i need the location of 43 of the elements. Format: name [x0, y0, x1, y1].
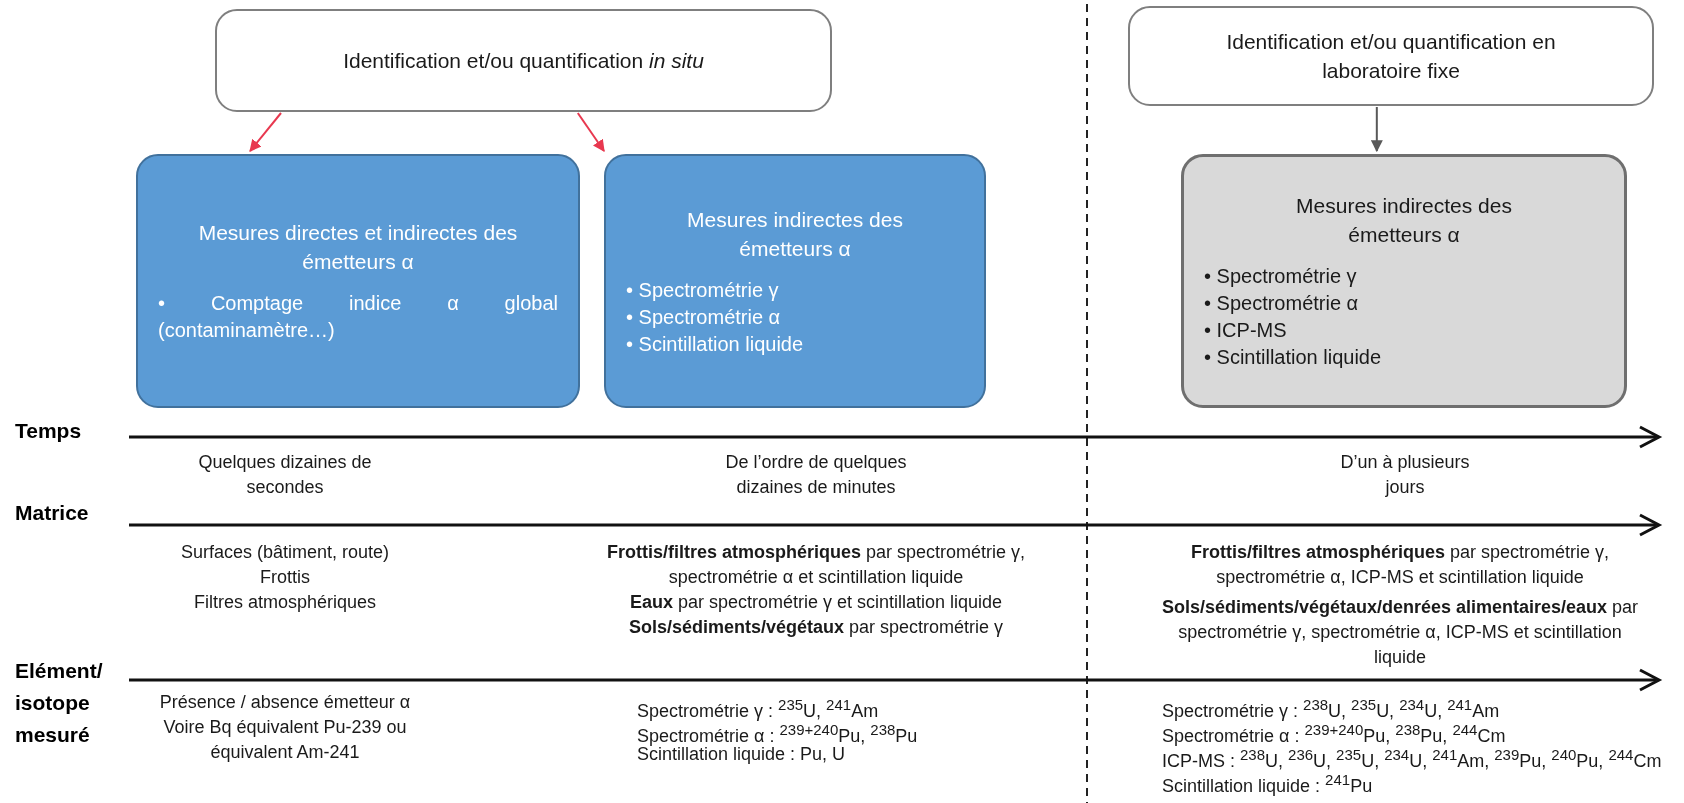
cell-text: Présence / absence émetteur α — [158, 691, 412, 714]
cell-text: Spectrométrie α : $^{239+240}$Pu, $^{238}$Pu, $^{244}$Cm — [1162, 721, 1507, 748]
cell-text: Sols/sédiments/végétaux/denrées alimentaires/eaux par spectrométrie γ, spectrométrie α, ICP-MS et scintillation liquide — [1160, 596, 1640, 669]
box-heading: Mesures directes et indirectes des émetteurs α — [197, 220, 519, 275]
cell-text: Frottis — [259, 566, 311, 589]
cell-text: Filtres atmosphériques — [192, 591, 378, 614]
cell-text: Scintillation liquide : $^{241}$Pu — [1162, 770, 1374, 798]
bullet-item: • ICP-MS — [1204, 318, 1288, 343]
cell-text: Frottis/filtres atmosphériques par spectrométrie γ, spectrométrie α, ICP-MS et scintillation liquide — [1189, 541, 1611, 589]
method-box — [1181, 154, 1627, 408]
row-heading: Matrice — [15, 500, 90, 525]
bullet-item: • Spectrométrie γ — [1204, 264, 1358, 289]
cell-text: D’un à plusieurs jours — [1339, 451, 1471, 499]
box-heading: Mesures indirectes des émetteurs α — [686, 206, 904, 262]
title-box — [215, 9, 832, 112]
title-box — [1128, 6, 1654, 106]
arrow — [1370, 106, 1383, 153]
bullet-item: • Spectrométrie α — [1204, 291, 1360, 316]
box-heading: Identification et/ou quantification en laboratoire fixe — [1225, 29, 1557, 84]
bullet-item: • Spectrométrie γ — [626, 277, 780, 303]
cell-text: Surfaces (bâtiment, route) — [179, 541, 391, 564]
row-heading: Elément/ isotope mesuré — [15, 658, 104, 748]
cell-text: Voire Bq équivalent Pu-239 ou équivalent Am-241 — [162, 716, 408, 764]
arrow — [249, 112, 282, 152]
bullet-item: • Scintillation liquide — [1204, 345, 1383, 370]
bullet-item: • Scintillation liquide — [626, 331, 805, 357]
box-heading: Identification et/ou quantification in situ — [343, 48, 704, 74]
cell-text: Eaux par spectrométrie γ et scintillation liquide — [628, 591, 1004, 614]
cell-text: Spectrométrie γ : $^{238}$U, $^{235}$U, $^{234}$U, $^{241}$Am — [1162, 695, 1501, 723]
arrow — [576, 112, 605, 152]
cell-text: De l’ordre de quelques dizaines de minutes — [724, 451, 908, 499]
cell-text: Quelques dizaines de secondes — [197, 451, 373, 499]
cell-text: Spectrométrie γ : $^{235}$U, $^{241}$Am — [637, 695, 880, 723]
bullet-item: • Spectrométrie α — [626, 304, 782, 330]
cell-text: Spectrométrie α : $^{239+240}$Pu, $^{238}$Pu — [637, 721, 919, 746]
bullet-item: • Comptage indice α global (contaminamètre…) — [158, 291, 558, 343]
box-heading: Mesures indirectes des émetteurs α — [1295, 193, 1513, 248]
row-heading: Temps — [15, 418, 83, 443]
cell-text: Sols/sédiments/végétaux par spectrométrie γ — [627, 616, 1005, 639]
cell-text: ICP-MS : $^{238}$U, $^{236}$U, $^{235}$U, $^{234}$U, $^{241}$Am, $^{239}$Pu, $^{240}$Pu, $^{244}$Cm — [1162, 746, 1663, 773]
method-box — [136, 154, 580, 408]
cell-text: Scintillation liquide : Pu, U — [637, 744, 846, 766]
method-box — [604, 154, 986, 408]
